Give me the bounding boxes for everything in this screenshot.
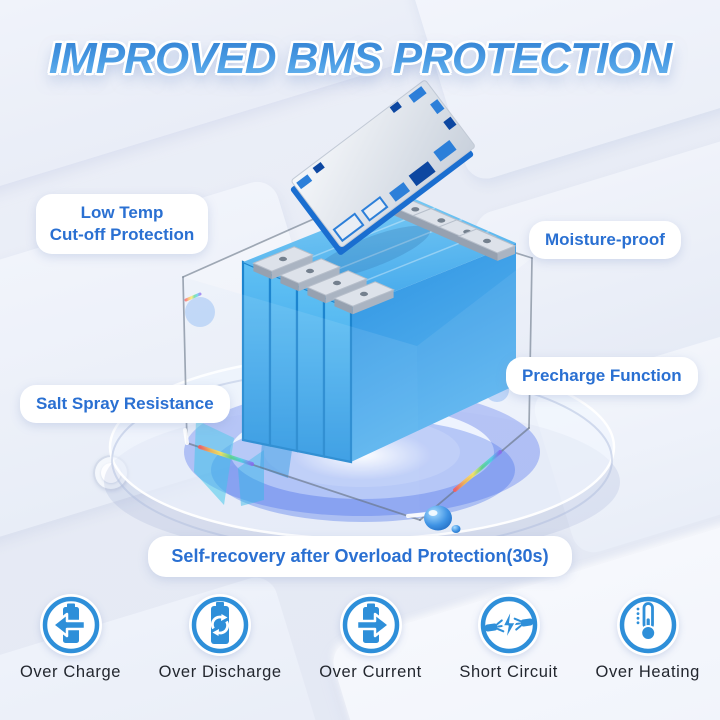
- protection-over-current: Over Current: [319, 594, 422, 682]
- callout-low-temp-cutoff: Low Temp Cut-off Protection: [36, 194, 208, 255]
- protection-over-charge: Over Charge: [20, 594, 121, 682]
- battery-pack: [241, 196, 517, 464]
- protection-label: Short Circuit: [459, 663, 558, 681]
- over-discharge-battery-recycle-icon: [189, 594, 252, 656]
- page-title-text: IMPROVED BMS PROTECTION: [0, 34, 720, 84]
- protection-label: Over Charge: [20, 663, 122, 681]
- over-current-battery-arrow-right-icon: [339, 594, 402, 656]
- protection-label: Over Current: [319, 663, 422, 681]
- callout-self-recovery: Self-recovery after Overload Protection(…: [148, 536, 572, 578]
- over-heating-thermometer-icon: [616, 594, 679, 656]
- protection-over-heating: Over Heating: [596, 594, 700, 682]
- protection-label: Over Discharge: [158, 663, 282, 681]
- water-droplet: [424, 505, 461, 533]
- page-title-halo: IMPROVED BMS PROTECTION: [0, 34, 720, 84]
- short-circuit-broken-wire-bolt-icon: [477, 594, 540, 656]
- over-charge-battery-arrow-left-icon: [39, 594, 102, 656]
- callout-moisture-proof: Moisture-proof: [529, 221, 681, 260]
- bms-circuit-board: [290, 80, 475, 255]
- protection-label: Over Heating: [595, 663, 700, 681]
- battery-terminals-left-row: [252, 246, 395, 315]
- glass-enclosure-front: [182, 257, 533, 521]
- battery-cells: [241, 260, 353, 464]
- callout-salt-spray: Salt Spray Resistance: [20, 385, 230, 424]
- callout-precharge: Precharge Function: [506, 357, 698, 396]
- protection-short-circuit: Short Circuit: [459, 594, 558, 682]
- page-title: IMPROVED BMS PROTECTION IMPROVED BMS PRO…: [0, 34, 720, 90]
- protection-over-discharge: Over Discharge: [159, 594, 282, 682]
- protection-icon-row: Over Charge Over Discharge: [20, 594, 700, 682]
